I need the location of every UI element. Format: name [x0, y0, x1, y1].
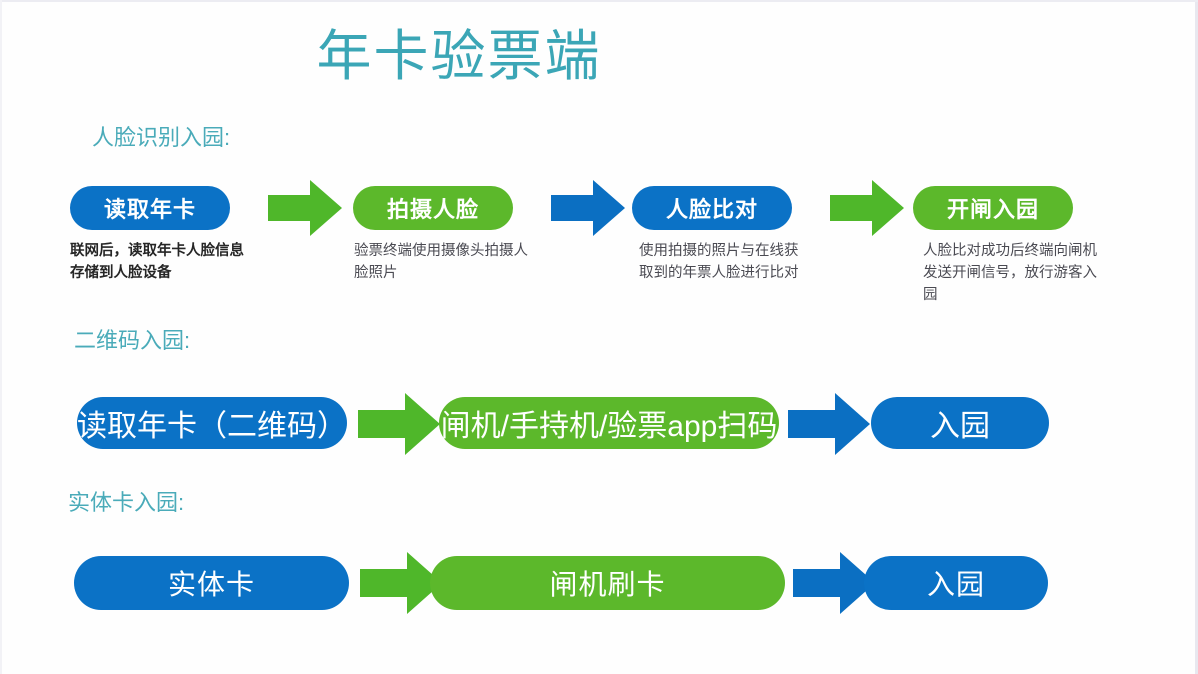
flow-box-face-compare[interactable]: 人脸比对: [632, 186, 792, 230]
flow-box-label: 开闸入园: [946, 197, 1039, 222]
flow-box-open-gate-enter[interactable]: 开闸入园: [913, 186, 1073, 230]
arrow-right-icon: [793, 552, 875, 614]
flow-caption-face-compare: 使用拍摄的照片与在线获取到的年票人脸进行比对: [639, 243, 799, 281]
arrow-right-icon: [551, 180, 625, 236]
flow-box-read-annual-card[interactable]: 读取年卡: [70, 186, 230, 230]
page-title: 年卡验票端: [2, 24, 1198, 88]
arrow-right-icon: [360, 552, 442, 614]
flow-box-label: 读取年卡（二维码）: [77, 410, 347, 443]
flow-caption-open-gate: 人脸比对成功后终端向闸机发送开闸信号，放行游客入园: [923, 243, 1097, 303]
flow-box-read-annual-card-qr[interactable]: 读取年卡（二维码）: [77, 397, 347, 449]
arrow-right-icon: [788, 393, 870, 455]
flow-box-label: 入园: [926, 569, 985, 600]
flow-box-physical-card[interactable]: 实体卡: [74, 556, 349, 610]
section-label-qr-code: 二维码入园:: [74, 328, 191, 353]
flow-box-gate-handheld-app-scan[interactable]: 闸机/手持机/验票app扫码: [439, 397, 779, 449]
flow-box-capture-face[interactable]: 拍摄人脸: [353, 186, 513, 230]
flow-box-label: 拍摄人脸: [386, 197, 479, 222]
flow-box-label: 读取年卡: [103, 197, 196, 222]
section-label-face-recognition: 人脸识别入园:: [92, 125, 231, 150]
flow-box-label: 人脸比对: [665, 197, 758, 222]
flow-box-label: 实体卡: [167, 569, 255, 600]
arrow-right-icon: [830, 180, 904, 236]
flow-box-label: 闸机/手持机/验票app扫码: [440, 410, 778, 443]
arrow-right-icon: [268, 180, 342, 236]
flow-box-gate-swipe-card[interactable]: 闸机刷卡: [430, 556, 785, 610]
page-title-text: 年卡验票端: [316, 25, 602, 87]
section-label-physical-card: 实体卡入园:: [68, 490, 185, 515]
arrow-right-icon: [358, 393, 440, 455]
flow-caption-capture-face: 验票终端使用摄像头拍摄人脸照片: [354, 243, 528, 281]
flow-box-label: 闸机刷卡: [549, 569, 666, 600]
flow-caption-read-annual-card: 联网后，读取年卡人脸信息存储到人脸设备: [70, 243, 244, 281]
slide-top-edge: [2, 0, 1198, 2]
flow-box-enter-park-card[interactable]: 入园: [864, 556, 1048, 610]
flow-box-enter-park-qr[interactable]: 入园: [871, 397, 1049, 449]
flow-box-label: 入园: [930, 410, 990, 443]
